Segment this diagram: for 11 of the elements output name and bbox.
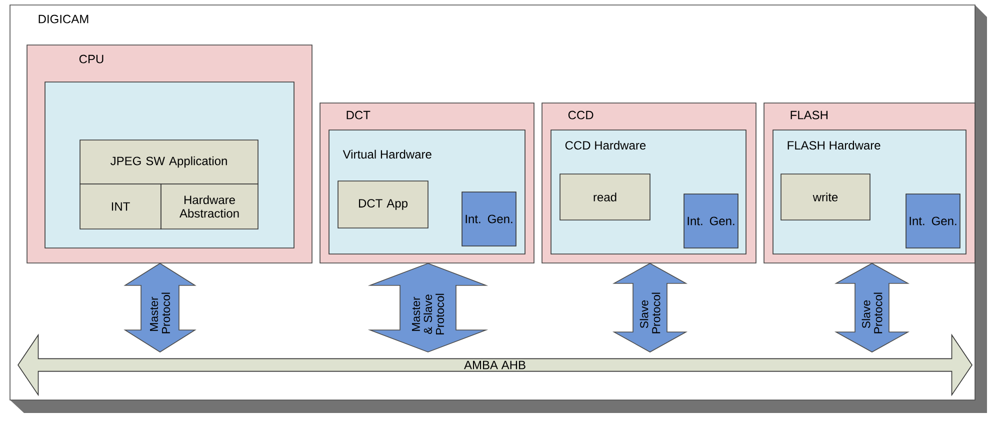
software-box: INT xyxy=(80,184,162,230)
software-box: Hardware Abstraction xyxy=(160,184,258,230)
software-box: write xyxy=(780,174,870,220)
edge-label: Slave Protocol xyxy=(860,292,884,336)
interrupt-box: Int. Gen. xyxy=(906,194,960,248)
interrupt-box: Int. Gen. xyxy=(684,194,738,248)
interrupt-box: Int. Gen. xyxy=(462,192,516,246)
software-box: DCT App xyxy=(338,180,428,228)
edge-label: Master Protocol xyxy=(149,292,172,336)
software-box: read xyxy=(560,174,650,220)
edge-label: Slave Protocol xyxy=(638,292,662,336)
